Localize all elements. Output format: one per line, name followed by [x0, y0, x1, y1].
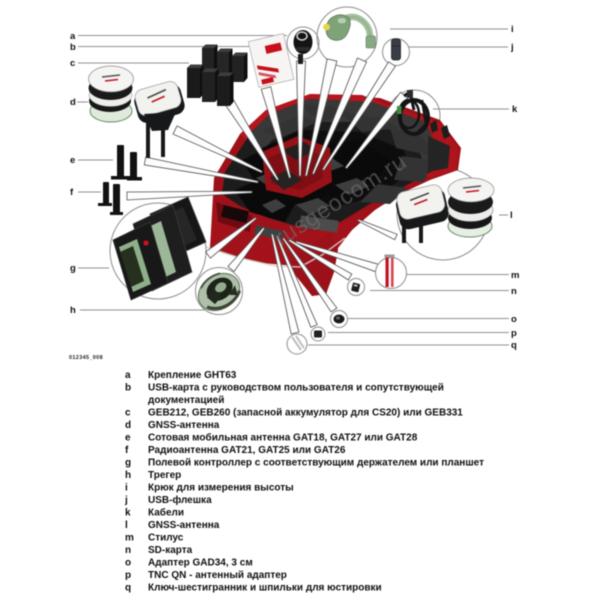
svg-text:a: a: [125, 370, 131, 381]
svg-text:Адаптер GAD34, 3 см: Адаптер GAD34, 3 см: [148, 558, 253, 569]
svg-text:q: q: [511, 340, 517, 351]
svg-text:Ключ-шестигранник и шпильки дл: Ключ-шестигранник и шпильки для юстировк…: [148, 583, 382, 594]
svg-text:n: n: [511, 286, 517, 297]
svg-text:b: b: [125, 383, 131, 394]
svg-text:l: l: [125, 520, 128, 531]
svg-text:Крюк для измерения высоты: Крюк для измерения высоты: [148, 483, 294, 494]
svg-text:j: j: [510, 42, 514, 53]
svg-text:c: c: [125, 408, 131, 419]
svg-text:p: p: [511, 328, 517, 339]
svg-text:j: j: [124, 495, 128, 506]
svg-text:h: h: [125, 470, 131, 481]
svg-text:g: g: [70, 263, 76, 274]
svg-text:o: o: [125, 558, 131, 569]
svg-text:Крепление GHT63: Крепление GHT63: [148, 370, 237, 381]
svg-text:d: d: [70, 97, 76, 108]
svg-text:i: i: [125, 483, 128, 494]
svg-text:k: k: [125, 508, 131, 519]
svg-text:USB-карта с руководством польз: USB-карта с руководством пользователя и …: [148, 383, 444, 394]
svg-text:документацией: документацией: [148, 395, 224, 406]
svg-text:e: e: [70, 155, 75, 166]
svg-text:Трегер: Трегер: [148, 470, 181, 481]
svg-text:Стилус: Стилус: [148, 533, 184, 544]
svg-text:012345_008: 012345_008: [69, 355, 103, 361]
svg-text:k: k: [512, 104, 518, 115]
svg-text:n: n: [125, 545, 131, 556]
svg-text:i: i: [511, 24, 514, 35]
svg-text:b: b: [70, 42, 76, 53]
svg-text:d: d: [125, 420, 131, 431]
svg-text:e: e: [125, 433, 131, 444]
svg-text:f: f: [125, 445, 129, 456]
svg-text:GEB212, GEB260 (запасной аккум: GEB212, GEB260 (запасной аккумулятор для…: [148, 408, 463, 419]
svg-text:a: a: [70, 31, 76, 42]
svg-text:m: m: [511, 270, 519, 281]
svg-text:GNSS-антенна: GNSS-антенна: [148, 520, 220, 531]
svg-text:c: c: [70, 58, 75, 69]
svg-text:p: p: [125, 570, 131, 581]
svg-text:q: q: [125, 583, 131, 594]
svg-text:Радиоантенна GAT21, GAT25 или: Радиоантенна GAT21, GAT25 или GAT26: [148, 445, 346, 456]
svg-text:Кабели: Кабели: [148, 507, 184, 519]
svg-text:USB-флешка: USB-флешка: [148, 494, 212, 506]
svg-text:Сотовая мобильная антенна GAT1: Сотовая мобильная антенна GAT18, GAT27 и…: [148, 432, 418, 444]
svg-text:SD-карта: SD-карта: [148, 545, 193, 556]
svg-text:f: f: [70, 187, 74, 198]
svg-text:h: h: [70, 305, 76, 316]
svg-text:l: l: [510, 210, 513, 221]
svg-text:GNSS-антенна: GNSS-антенна: [148, 420, 220, 431]
svg-text:g: g: [125, 458, 131, 469]
svg-text:m: m: [125, 533, 134, 544]
svg-text:Полевой контроллер с соответст: Полевой контроллер с соответствующим дер…: [148, 458, 484, 469]
svg-text:o: o: [511, 314, 517, 325]
svg-text:TNC QN - антенный адаптер: TNC QN - антенный адаптер: [148, 570, 287, 581]
